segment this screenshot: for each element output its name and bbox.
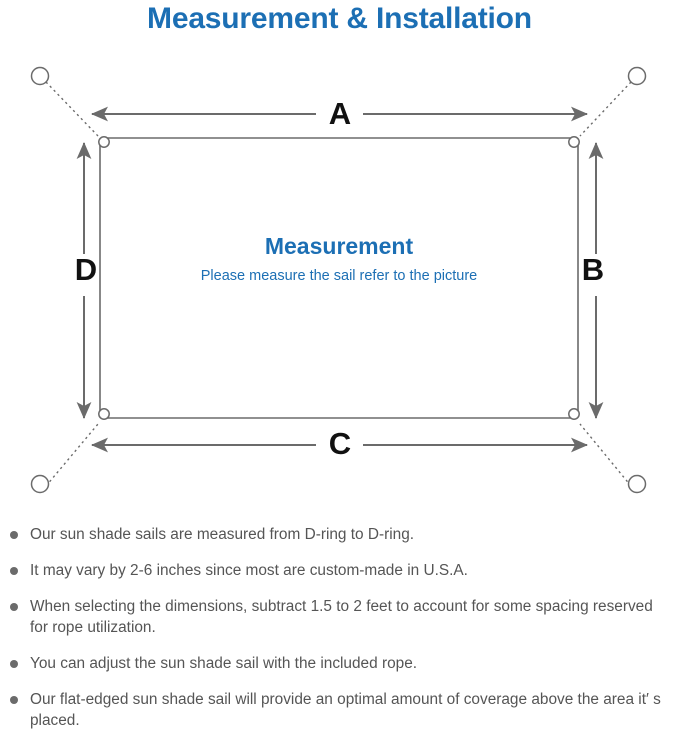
note-item: You can adjust the sun shade sail with t… (0, 653, 679, 674)
dotted-rope-line-top-right (579, 81, 632, 137)
page-title: Measurement & Installation (147, 2, 532, 35)
dotted-rope-line-bottom-left (45, 423, 99, 487)
bullet-dot-icon (10, 531, 18, 539)
sail-center-text: Measurement Please measure the sail refe… (100, 231, 578, 287)
note-text: It may vary by 2-6 inches since most are… (30, 562, 468, 579)
dimension-label-a: A (328, 96, 352, 131)
dimension-label-c: C (328, 426, 352, 461)
d-ring-bottom-left (98, 408, 110, 420)
sail-rectangle (99, 137, 579, 419)
d-rings (98, 136, 580, 420)
diagram-canvas (30, 66, 647, 494)
anchor-point-circle-bottom-left (30, 474, 50, 494)
dotted-rope-line-bottom-right (579, 423, 632, 487)
anchor-points (30, 66, 647, 494)
sail-heading: Measurement (264, 233, 414, 259)
shade-sail-diagram: A B C D Measurement Please measure the s… (0, 46, 679, 516)
note-text: You can adjust the sun shade sail with t… (30, 655, 418, 672)
anchor-point-circle-bottom-right (627, 474, 647, 494)
note-item: When selecting the dimensions, subtract … (0, 596, 679, 638)
d-ring-bottom-right (568, 408, 580, 420)
note-item: It may vary by 2-6 inches since most are… (0, 560, 679, 581)
bullet-dot-icon (10, 660, 18, 668)
rope-lines (45, 81, 632, 487)
dimension-label-b: B (581, 252, 605, 287)
d-ring-top-left (98, 136, 110, 148)
dimension-label-d: D (74, 252, 98, 287)
d-ring-top-right (568, 136, 580, 148)
note-text: When selecting the dimensions, subtract … (30, 598, 653, 636)
sail-subheading: Please measure the sail refer to the pic… (200, 268, 478, 284)
note-item: Our sun shade sails are measured from D-… (0, 524, 679, 545)
notes-list: Our sun shade sails are measured from D-… (0, 524, 679, 746)
anchor-point-circle-top-right (627, 66, 647, 86)
dotted-rope-line-top-left (45, 81, 99, 137)
bullet-dot-icon (10, 567, 18, 575)
bullet-dot-icon (10, 696, 18, 704)
note-text: Our sun shade sails are measured from D-… (30, 526, 415, 543)
note-item: Our flat-edged sun shade sail will provi… (0, 689, 679, 731)
note-text: Our flat-edged sun shade sail will provi… (30, 691, 661, 729)
anchor-point-circle-top-left (30, 66, 50, 86)
bullet-dot-icon (10, 603, 18, 611)
